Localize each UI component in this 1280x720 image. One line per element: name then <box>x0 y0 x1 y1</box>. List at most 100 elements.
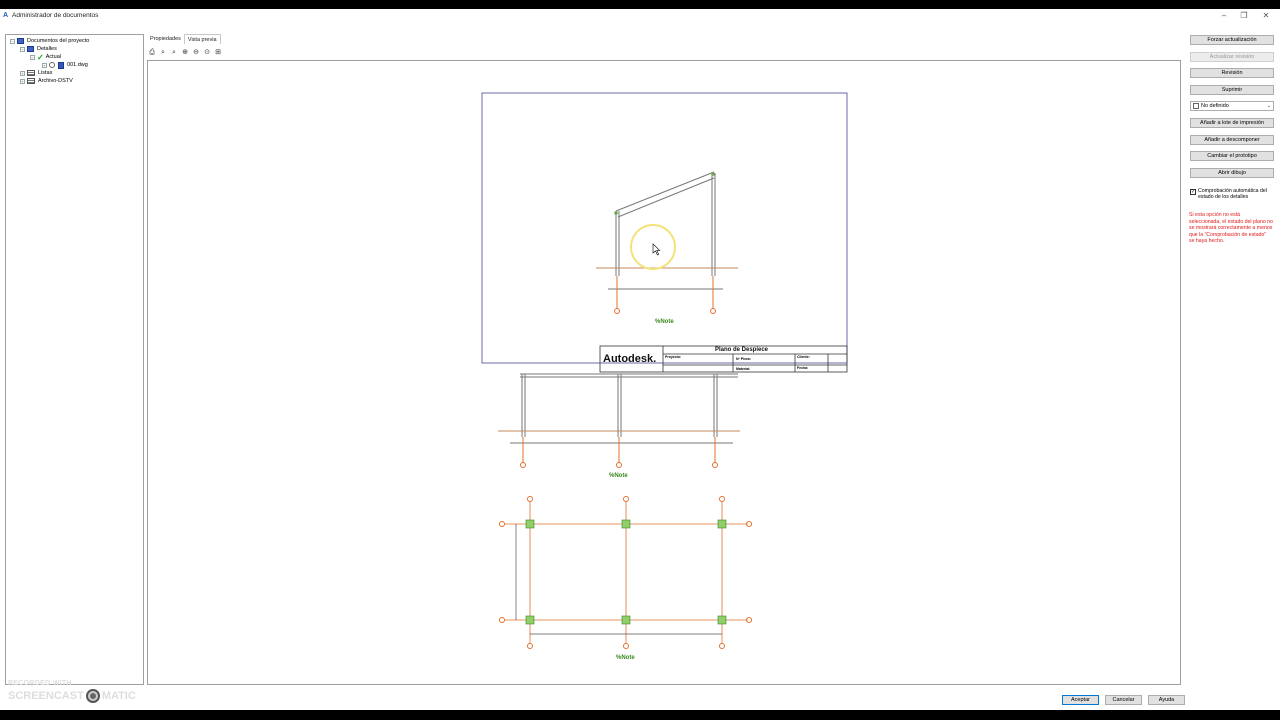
column-base-plates <box>525 519 727 625</box>
cancel-button[interactable]: Cancelar <box>1105 695 1142 705</box>
restore-icon[interactable]: ❐ <box>1240 11 1248 20</box>
grid-bubble <box>616 462 622 468</box>
combo-value: No definido <box>1201 103 1229 109</box>
list-icon <box>27 70 35 76</box>
tree-item-project-documents[interactable]: − Documentos del proyecto <box>10 37 89 45</box>
note-label-side: %Note <box>609 473 628 479</box>
title-block-logo: Autodesk. <box>603 353 657 365</box>
zoom-all-icon[interactable]: ⊞ <box>215 49 221 56</box>
tab-preview[interactable]: Vista previa <box>183 34 221 44</box>
close-icon[interactable]: ✕ <box>1262 11 1270 20</box>
delete-button[interactable]: Suprimir <box>1190 85 1274 95</box>
status-swatch-icon <box>1193 103 1199 109</box>
title-bar: A Administrador de documentos – ❐ ✕ <box>0 9 1280 23</box>
title-block-date: Fecha: <box>797 366 809 370</box>
status-combo[interactable]: No definido ⌄ <box>1190 101 1274 111</box>
title-block-project: Proyecto: <box>665 355 682 359</box>
title-block-client: Cliente: <box>797 355 810 359</box>
grid-bubble <box>623 643 629 649</box>
expand-icon[interactable]: + <box>20 78 25 84</box>
drawing-canvas <box>481 92 848 649</box>
folder-icon <box>27 46 34 52</box>
tree-item-lists[interactable]: + Listas <box>20 69 52 77</box>
grid-bubble <box>614 308 620 314</box>
grid-bubble <box>623 496 629 502</box>
help-button[interactable]: Ayuda <box>1148 695 1185 705</box>
grid-bubble <box>499 521 505 527</box>
collapse-icon[interactable]: − <box>30 54 35 60</box>
grid-bubble <box>499 617 505 623</box>
watermark-brand-right: MATIC <box>101 690 136 702</box>
watermark-line1: RECORDED WITH <box>8 680 72 687</box>
revision-button[interactable]: Revisión <box>1190 68 1274 78</box>
warning-text: Si esta opción no está seleccionada, el … <box>1189 212 1273 244</box>
plan-dimensions <box>515 524 722 635</box>
app-icon: A <box>3 12 9 19</box>
zoom-in-icon[interactable]: ⊕ <box>182 49 188 56</box>
grid-bubble <box>527 496 533 502</box>
update-revision-button[interactable]: Actualizar revisión <box>1190 52 1274 62</box>
grid-bubble <box>746 521 752 527</box>
tab-properties[interactable]: Propiedades <box>150 36 181 42</box>
grid-bubble <box>712 462 718 468</box>
list-icon <box>27 78 35 84</box>
tree-item-current[interactable]: − ✓ Actual <box>30 53 61 61</box>
tree-item-label: Actual <box>45 54 61 60</box>
open-drawing-button[interactable]: Abrir dibujo <box>1190 168 1274 178</box>
auto-check-option[interactable]: ✓ Comprobación automática del estado de … <box>1190 188 1276 200</box>
accept-button[interactable]: Aceptar <box>1062 695 1099 705</box>
zoom-window-icon[interactable]: ⌕ <box>161 49 165 56</box>
connection-node <box>711 172 715 176</box>
tree-item-details[interactable]: − Detalles <box>20 45 57 53</box>
expand-icon[interactable]: + <box>20 70 25 76</box>
title-block-material: Material: <box>736 367 751 371</box>
document-icon <box>58 61 64 69</box>
sheet-frame <box>481 92 848 364</box>
force-update-button[interactable]: Forzar actualización <box>1190 35 1274 45</box>
note-label-plan: %Note <box>616 655 635 661</box>
tree-item-label: Documentos del proyecto <box>27 38 90 44</box>
print-icon[interactable]: ⎙ <box>149 49 155 56</box>
watermark-brand: SCREENCAST MATIC <box>8 689 136 703</box>
zoom-out-icon[interactable]: ⊖ <box>193 49 199 56</box>
expand-icon[interactable]: + <box>42 62 47 68</box>
grid-bubble <box>520 462 526 468</box>
tree-item-label: Listas <box>38 70 53 76</box>
project-tree[interactable]: − Documentos del proyecto − Detalles − ✓… <box>5 34 144 685</box>
grid-bubble <box>710 308 716 314</box>
tree-item-label: Archivo-DSTV <box>38 78 73 84</box>
zoom-previous-icon[interactable]: ⌕ <box>172 49 176 56</box>
chevron-down-icon: ⌄ <box>1266 103 1271 109</box>
tree-item-001-dwg[interactable]: + 001.dwg <box>42 61 88 69</box>
title-block-heading: Plano de Despiece <box>715 347 769 353</box>
screencast-logo-icon <box>85 689 100 703</box>
connection-node <box>614 211 618 215</box>
folder-icon <box>17 38 24 44</box>
document-manager-window: A Administrador de documentos – ❐ ✕ − Do… <box>0 9 1280 710</box>
zoom-extents-icon[interactable]: ⊙ <box>204 49 210 56</box>
change-prototype-button[interactable]: Cambiar el prototipo <box>1190 151 1274 161</box>
mouse-cursor-icon <box>652 243 661 256</box>
status-circle-icon <box>49 62 55 68</box>
add-to-print-batch-button[interactable]: Añadir a lote de impresión <box>1190 118 1274 128</box>
add-to-explode-button[interactable]: Añadir a descomponer <box>1190 135 1274 145</box>
drawing-preview[interactable]: %Note %Note %Note Autodesk. Plano de Des… <box>147 60 1181 685</box>
preview-toolbar: ⎙ ⌕ ⌕ ⊕ ⊖ ⊙ ⊞ <box>148 49 222 59</box>
auto-check-checkbox[interactable]: ✓ <box>1190 189 1196 195</box>
window-title: Administrador de documentos <box>12 12 99 19</box>
minimize-icon[interactable]: – <box>1221 11 1227 20</box>
collapse-icon[interactable]: − <box>20 46 25 52</box>
grid-bubble <box>719 643 725 649</box>
cursor-highlight <box>630 224 676 270</box>
tree-item-label: Detalles <box>37 46 57 52</box>
collapse-icon[interactable]: − <box>10 38 15 44</box>
tree-item-dstv-file[interactable]: + Archivo-DSTV <box>20 77 73 85</box>
tree-item-label: 001.dwg <box>67 62 88 68</box>
check-icon: ✓ <box>37 52 44 62</box>
watermark-brand-left: SCREENCAST <box>8 690 84 702</box>
note-label-elevation: %Note <box>655 319 674 325</box>
title-block <box>599 345 848 373</box>
screencast-watermark: RECORDED WITH SCREENCAST MATIC <box>8 680 136 703</box>
tab-bar: Propiedades Vista previa <box>147 34 221 44</box>
grid-bubble <box>746 617 752 623</box>
